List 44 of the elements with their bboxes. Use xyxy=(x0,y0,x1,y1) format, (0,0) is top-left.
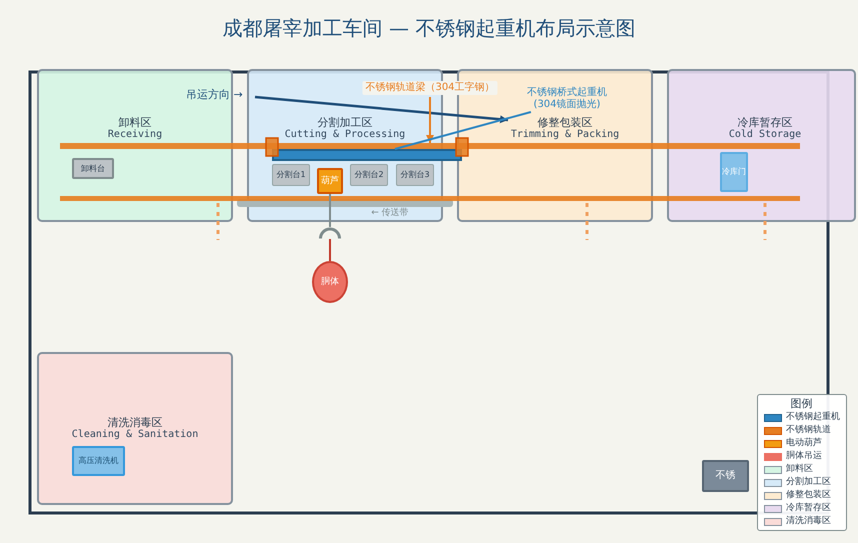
hoist-block: 葫芦 xyxy=(317,168,343,194)
work-table: 分割台1 xyxy=(272,164,310,186)
zone-label: 分割加工区 xyxy=(318,117,372,129)
legend-label: 胴体吊运 xyxy=(786,451,822,462)
zone-label: 卸料区 xyxy=(118,117,152,129)
equipment-block: 不锈 xyxy=(702,460,749,492)
rail-beam xyxy=(60,143,800,149)
zone-label-en: Receiving xyxy=(108,129,162,140)
hoist-cable xyxy=(329,194,331,227)
legend-label: 不锈钢轨道 xyxy=(786,425,831,436)
zone-label-en: Cleaning & Sanitation xyxy=(72,429,198,440)
zone-label-en: Trimming & Packing xyxy=(510,129,620,140)
legend-label: 清洗消毒区 xyxy=(786,516,831,527)
zone-label: 冷库暂存区 xyxy=(738,117,792,129)
direction-label: 吊运方向 → xyxy=(186,88,243,101)
conveyor-label: ← 传送带 xyxy=(371,208,409,219)
legend-title: 图例 xyxy=(790,397,812,410)
carcass-oval: 胴体 xyxy=(312,261,348,303)
zone-label-en: Cold Storage xyxy=(728,129,802,140)
hoist-cable xyxy=(329,239,331,261)
machine-block: 高压清洗机 xyxy=(72,446,125,476)
zone-label-en: Cutting & Processing xyxy=(284,129,406,140)
diagram-title: 成都屠宰加工车间 — 不锈钢起重机布局示意图 xyxy=(222,16,636,40)
legend-label: 修整包装区 xyxy=(786,490,831,501)
zone-area xyxy=(37,69,233,222)
legend-label: 电动葫芦 xyxy=(786,438,822,449)
callout-label: 不锈钢轨道梁（304工字钢） xyxy=(362,81,498,95)
zone-label: 清洗消毒区 xyxy=(108,417,162,429)
legend-label: 不锈钢起重机 xyxy=(786,412,840,423)
work-table: 分割台2 xyxy=(350,164,388,186)
legend-label: 冷库暂存区 xyxy=(786,503,831,514)
crane-bridge xyxy=(272,149,462,161)
legend-label: 分割加工区 xyxy=(786,477,831,488)
leader-arrow xyxy=(426,97,434,143)
hook-icon xyxy=(319,227,341,239)
zone-area xyxy=(667,69,856,222)
zone-label: 修整包装区 xyxy=(538,117,592,129)
work-table: 卸料台 xyxy=(72,158,114,179)
legend-label: 卸料区 xyxy=(786,464,813,475)
callout-label: 不锈钢桥式起重机(304镜面抛光) xyxy=(526,87,608,111)
leader-line xyxy=(394,111,532,150)
door-panel: 冷库门 xyxy=(720,152,748,192)
zone-area xyxy=(37,352,233,505)
work-table: 分割台3 xyxy=(396,164,434,186)
